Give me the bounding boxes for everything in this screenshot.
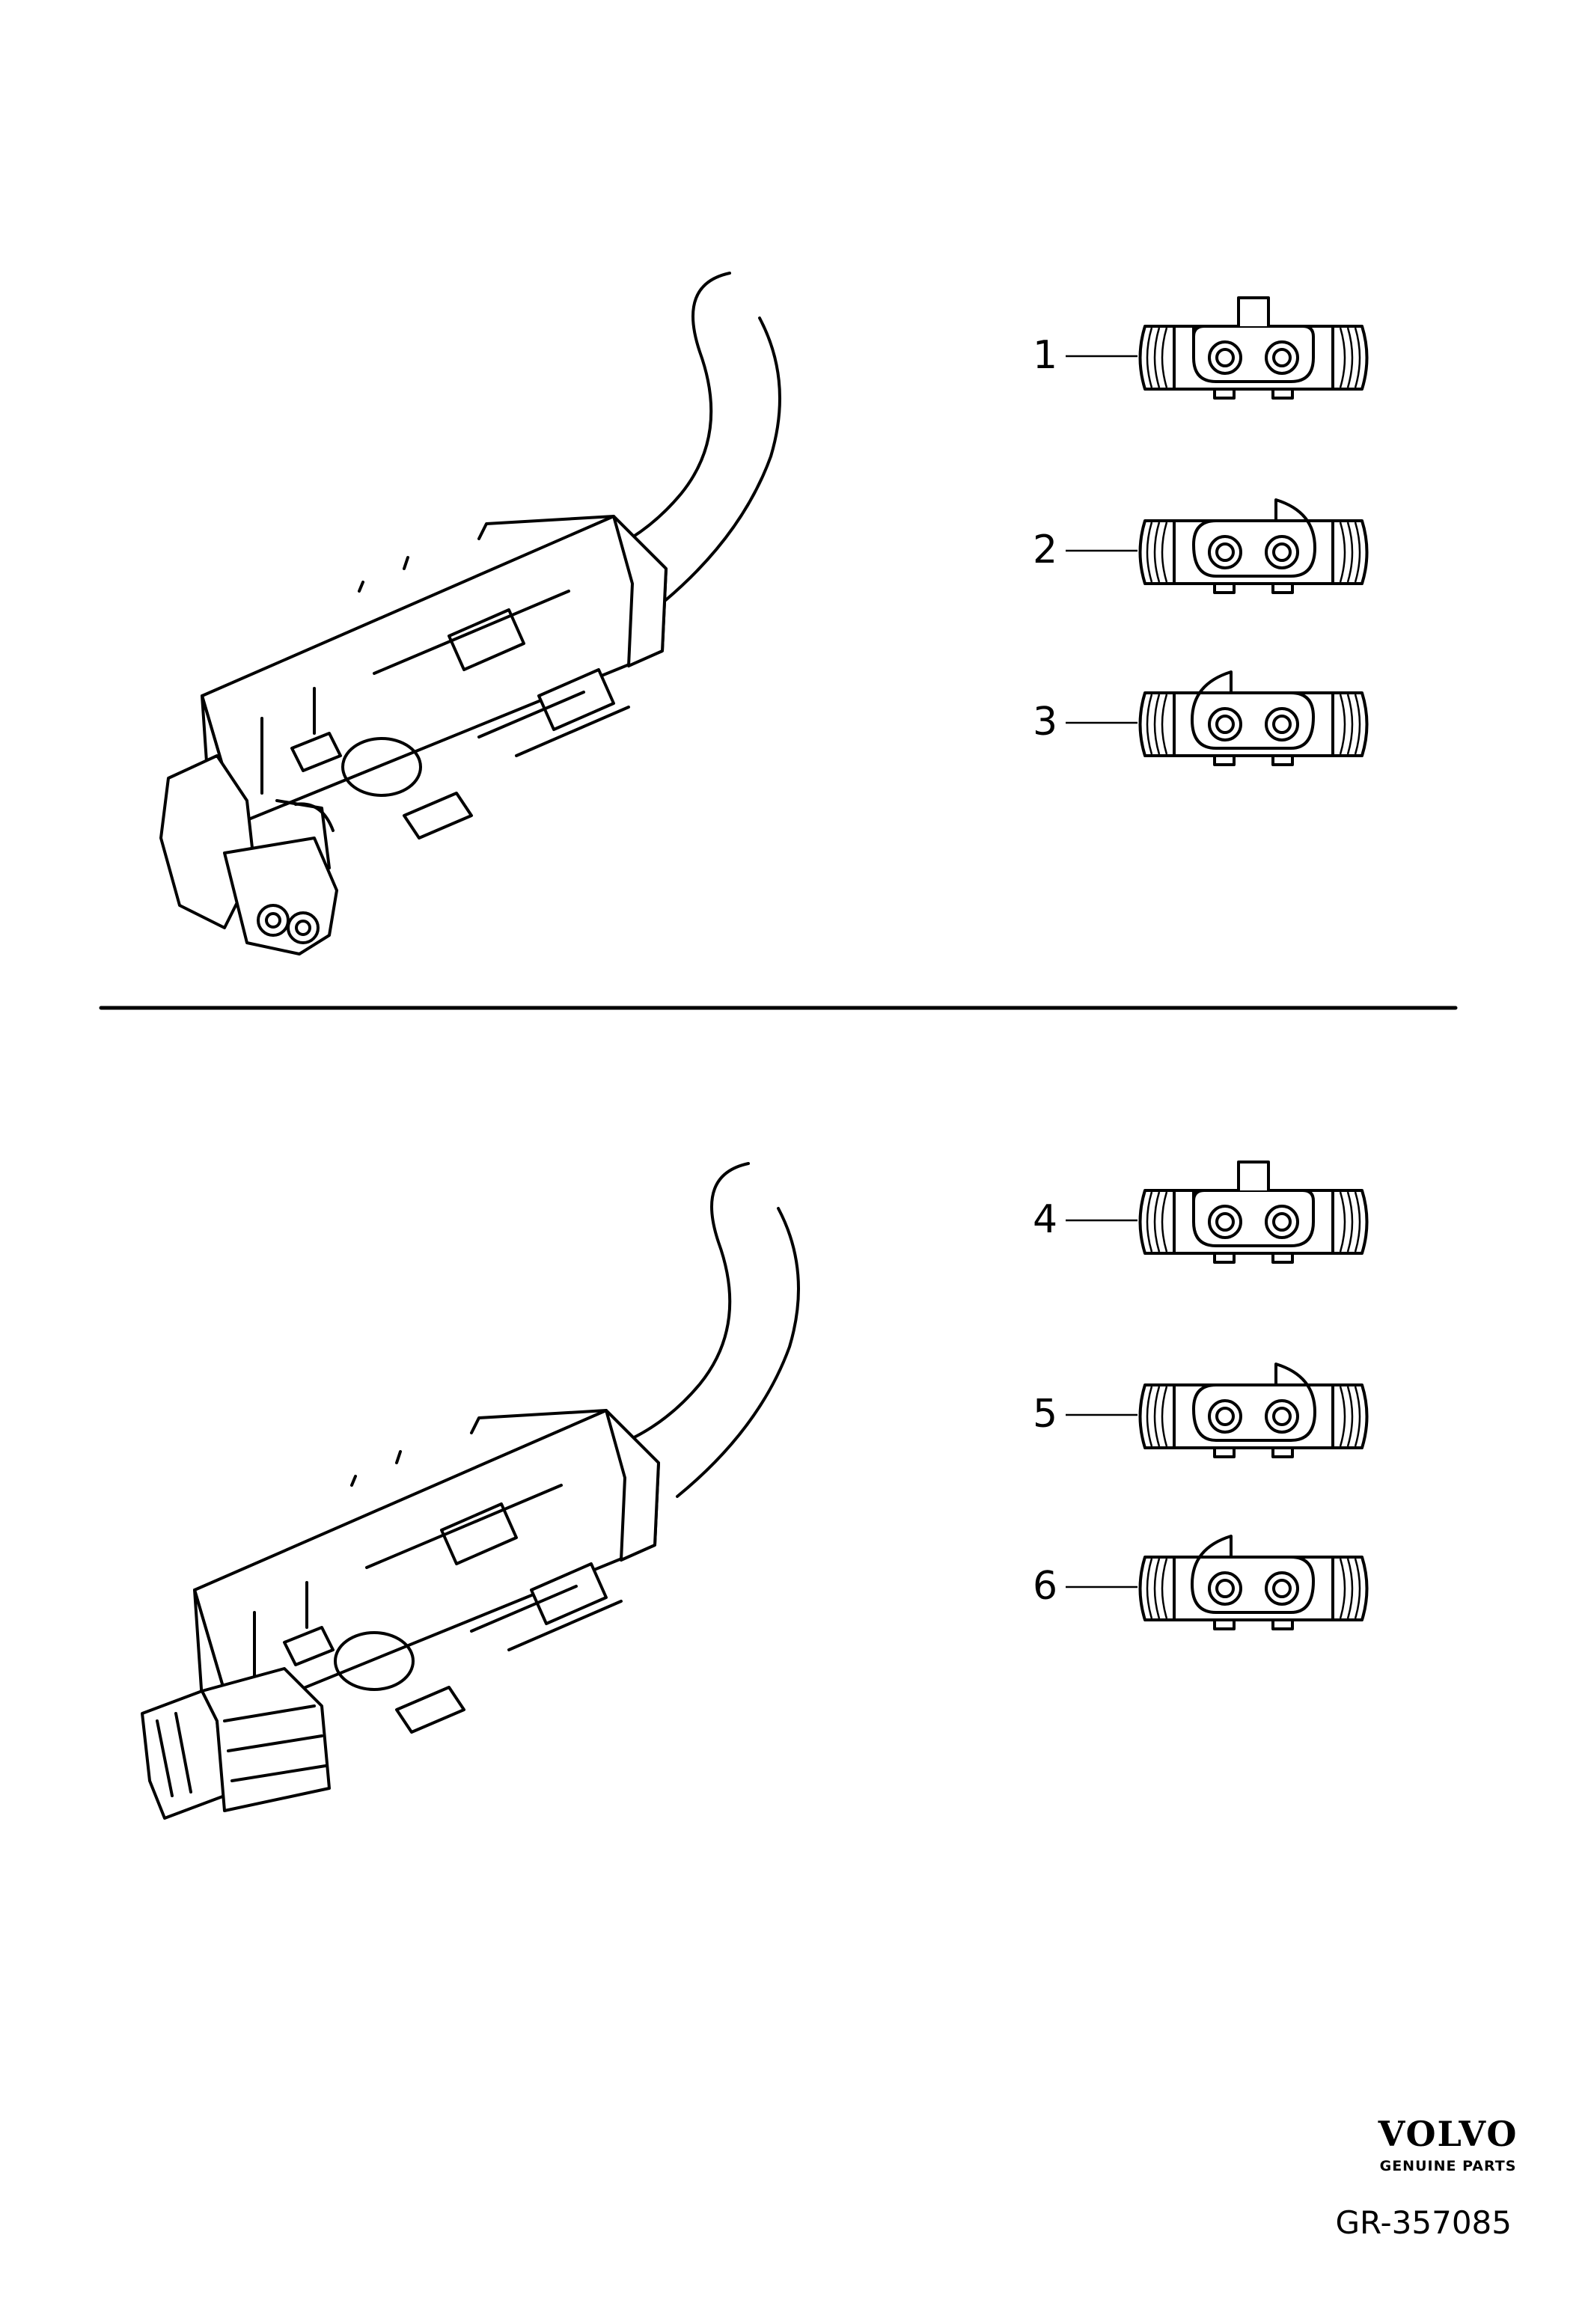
callout-4: 4 [1033,1197,1137,1242]
callout-label: 5 [1033,1392,1057,1437]
connector-face-6 [1140,1536,1367,1629]
connector-face-5 [1140,1364,1367,1457]
plug-head-angled [159,754,338,955]
plug-head-straight [141,1667,331,1820]
connector-face-3 [1140,672,1367,765]
connector-assembly-bottom [141,1162,800,1820]
callout-2: 2 [1033,528,1137,572]
brand-tagline: GENUINE PARTS [1380,2158,1517,2174]
callout-1: 1 [1033,333,1137,378]
callout-label: 2 [1033,528,1057,572]
connector-face-1 [1140,298,1367,398]
volvo-logo: VOLVO GENUINE PARTS [1378,2114,1518,2174]
callout-5: 5 [1033,1392,1137,1437]
callout-label: 1 [1033,333,1057,378]
callout-label: 4 [1033,1197,1057,1242]
callout-label: 6 [1033,1564,1057,1609]
diagram-reference: GR-357085 [1335,2204,1512,2241]
connector-face-2 [1140,500,1367,593]
callout-label: 3 [1033,700,1057,744]
callout-3: 3 [1033,700,1137,744]
connector-face-4 [1140,1162,1367,1262]
connector-assembly-top [159,272,781,955]
callout-6: 6 [1033,1564,1137,1609]
brand-name: VOLVO [1378,2114,1518,2154]
